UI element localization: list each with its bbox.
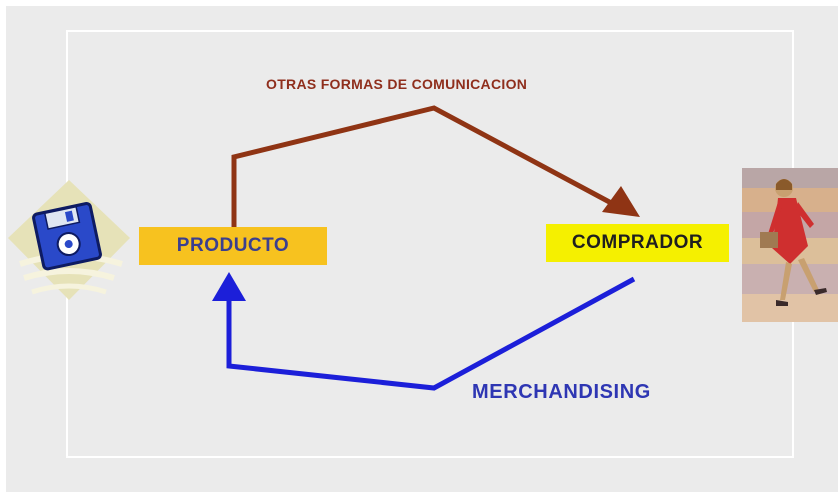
communication-label: OTRAS FORMAS DE COMUNICACION (266, 76, 528, 92)
merchandising-arrow-line (226, 276, 636, 391)
communication-arrow-line (231, 105, 617, 228)
producto-node: PRODUCTO (139, 227, 327, 265)
merchandising-arrowhead (212, 272, 246, 301)
producto-label: PRODUCTO (176, 235, 290, 256)
comprador-node: COMPRADOR (546, 224, 729, 262)
merchandising-label: MERCHANDISING (472, 381, 651, 403)
comprador-label: COMPRADOR (571, 232, 704, 253)
floppy-disk-icon (8, 180, 130, 300)
shopper-woman-image (742, 168, 838, 322)
communication-arrowhead (602, 186, 640, 217)
